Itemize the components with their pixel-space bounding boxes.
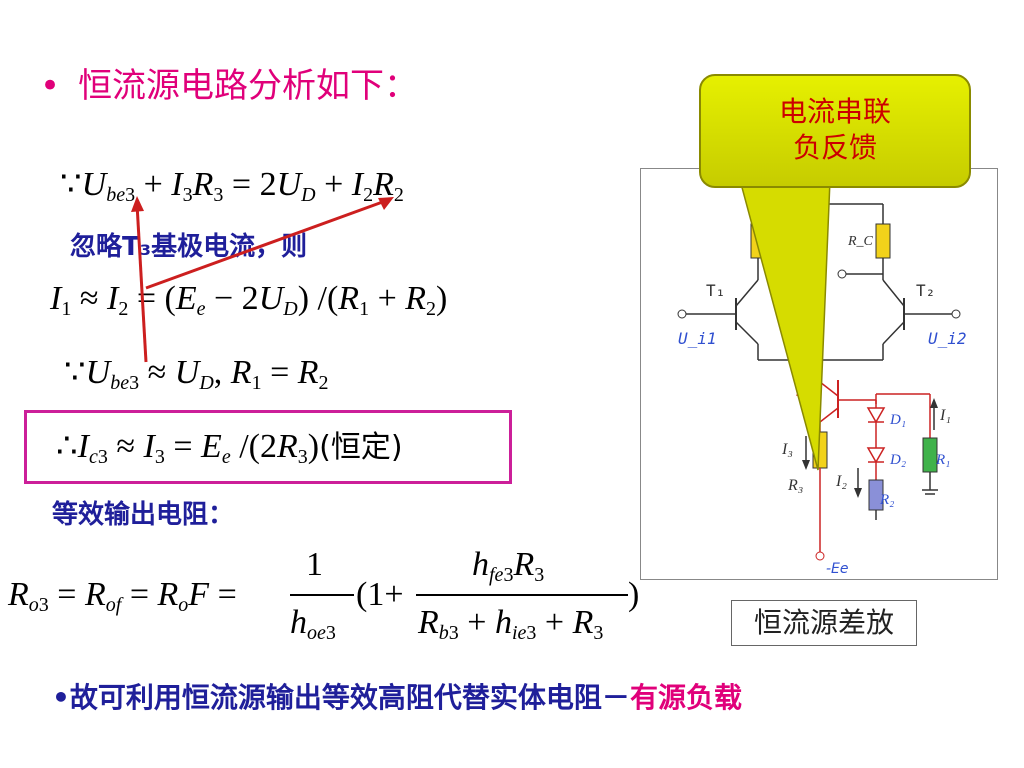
title-text: 恒流源电路分析如下：: [78, 66, 419, 106]
i2-label: I₂: [835, 473, 847, 490]
title-bullet: •: [40, 66, 61, 106]
d1-label: D₁: [889, 412, 906, 428]
i3-label: I₃: [781, 441, 793, 458]
i1-label: I₁: [939, 407, 951, 424]
note-output-resistance: 等效输出电阻：: [52, 500, 235, 530]
r2-label: R₂: [879, 492, 894, 508]
callout-line-1: 电流串联: [778, 95, 891, 128]
active-load-highlight: 有源负载: [629, 681, 742, 714]
ui1-label: U_i1: [678, 329, 717, 348]
ee-label: -Ee: [826, 561, 849, 577]
rc-label: R_C: [847, 234, 874, 249]
constant-label: (恒定): [319, 430, 403, 465]
t2-label: T₂: [916, 281, 935, 300]
equation-3: ∵Ube3 ≈ UD, R1 = R2: [64, 354, 329, 394]
d2-label: D₂: [889, 452, 906, 468]
equation-1: ∵Ube3 + I3R3 = 2UD + I2R2: [60, 166, 404, 206]
feedback-callout: 电流串联 负反馈: [699, 74, 971, 188]
equation-2: I1 ≈ I2 = (Ee − 2UD) /(R1 + R2): [50, 280, 448, 320]
equation-5: Ro3 = Rof = RoF = 1 hoe3 (1+ hfe3R3 Rb3 …: [8, 546, 640, 644]
conclusion-text: 故可利用恒流源输出等效高阻代替实体电阻: [69, 681, 602, 714]
equation-4: ∴Ic3 ≈ I3 = Ee /(2R3)(恒定): [56, 428, 403, 468]
r1-label: R₁: [935, 452, 950, 468]
conclusion-bullet: •: [52, 681, 70, 714]
circuit-caption: 恒流源差放: [731, 600, 917, 646]
ui2-label: U_i2: [928, 329, 967, 348]
callout-line-2: 负反馈: [792, 131, 877, 164]
slide-title: • 恒流源电路分析如下：: [40, 58, 418, 107]
conclusion-dash: －: [601, 681, 630, 714]
t1-label: T₁: [706, 281, 725, 300]
r3-label: R₃: [787, 477, 803, 494]
result-box: [24, 410, 512, 484]
conclusion-line: •故可利用恒流源输出等效高阻代替实体电阻－有源负载: [52, 676, 742, 716]
note-ignore-base-current: 忽略T₃基极电流，则: [70, 232, 308, 262]
